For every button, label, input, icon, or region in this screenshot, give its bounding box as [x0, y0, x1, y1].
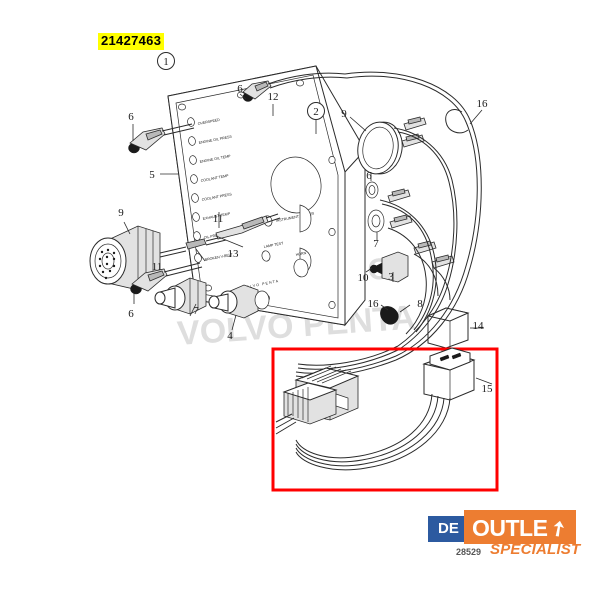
- svg-text:COOLANT PRESS: COOLANT PRESS: [201, 192, 232, 202]
- callout-15: 15: [482, 383, 494, 395]
- callout-5: 5: [149, 169, 155, 181]
- callout-9b: 9: [341, 108, 347, 120]
- logo-code-text: 28529: [456, 547, 482, 557]
- callout-6a: 6: [128, 111, 134, 123]
- callout-labels: 1 2 3 4 5 6 6 6 6 7 7 8 9 9 10 11 11 12 …: [118, 52, 494, 395]
- callout-6d: 6: [366, 170, 372, 182]
- callout-13: 13: [228, 248, 240, 260]
- sensor-top: [239, 72, 348, 102]
- grommet-group: [365, 172, 385, 240]
- callout-2: 2: [313, 106, 319, 118]
- connector-block-3-10: [365, 251, 409, 283]
- callout-11a: 11: [213, 213, 224, 225]
- callout-4: 4: [227, 330, 233, 342]
- callout-16b: 16: [368, 298, 380, 310]
- callout-8: 8: [417, 298, 423, 310]
- svg-text:HORN: HORN: [295, 251, 307, 257]
- connector-assembly-13: [215, 213, 281, 248]
- svg-text:OIL PRESS: OIL PRESS: [203, 232, 223, 240]
- callout-10: 10: [358, 272, 370, 284]
- boxed-connector-assembly: [275, 347, 493, 471]
- logo-de-text: DE: [438, 520, 459, 537]
- svg-text:ENGINE OIL TEMP: ENGINE OIL TEMP: [199, 154, 231, 164]
- warning-lamp-group: OVERSPEED ENGINE OIL PRESS ENGINE OIL TE…: [187, 117, 234, 263]
- gauge-bezel-9: [349, 116, 403, 175]
- svg-text:EXHAUST TEMP: EXHAUST TEMP: [202, 212, 231, 221]
- callout-12: 12: [268, 91, 279, 103]
- logo-outlet-text: OUTLE: [472, 515, 548, 541]
- callout-1: 1: [163, 56, 169, 68]
- callout-16a: 16: [477, 98, 489, 110]
- sensor-upper-left: [128, 123, 195, 154]
- callout-7b: 7: [373, 238, 379, 250]
- callout-9a: 9: [118, 207, 124, 219]
- cable-clip-8: [380, 304, 411, 325]
- logo-outlet-block: OUTLE: [464, 510, 576, 544]
- sender-unit-4: [208, 284, 270, 331]
- svg-text:INSTRUMENT DIMMER: INSTRUMENT DIMMER: [275, 212, 315, 223]
- callout-6b: 6: [237, 83, 243, 95]
- part-number-highlight: 21427463: [98, 33, 165, 50]
- relay-14: [426, 307, 484, 357]
- callout-6c: 6: [128, 308, 134, 320]
- callout-7a: 7: [193, 305, 199, 317]
- svg-text:LAMP TEST: LAMP TEST: [263, 241, 284, 249]
- logo-specialist-text: SPECIALIST: [490, 541, 581, 558]
- highlight-box: [271, 347, 499, 492]
- callout-3: 3: [388, 271, 394, 283]
- svg-text:OVERSPEED: OVERSPEED: [197, 118, 220, 126]
- callout-11b: 11: [152, 261, 163, 273]
- sensor-lower-left: [130, 262, 203, 304]
- callout-14: 14: [473, 320, 485, 332]
- svg-text:ENGINE OIL PRESS: ENGINE OIL PRESS: [198, 135, 232, 145]
- brand-logo: DE OUTLE ➚ SPECIALIST 28529: [428, 508, 580, 560]
- sender-unit-7: [154, 277, 207, 317]
- panel-brand-label: VOLVO PENTA: [242, 279, 279, 290]
- svg-text:COOLANT TEMP: COOLANT TEMP: [200, 174, 229, 183]
- instrument-panel: OVERSPEED ENGINE OIL PRESS ENGINE OIL TE…: [167, 65, 366, 327]
- svg-text:BROKEN V-BELT: BROKEN V-BELT: [204, 253, 233, 262]
